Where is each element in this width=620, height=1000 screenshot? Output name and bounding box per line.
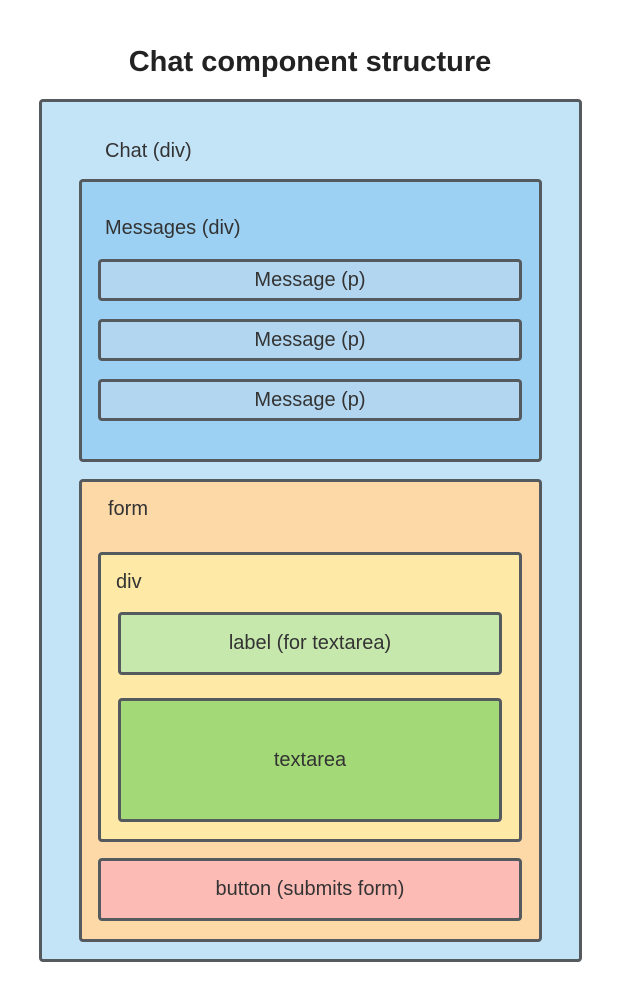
form-label: form (108, 498, 148, 520)
chat-div-label: Chat (div) (105, 140, 192, 162)
message-p-box: Message (p) (98, 259, 522, 301)
button-element-box: button (submits form) (98, 858, 522, 921)
messages-div-label: Messages (div) (105, 217, 241, 239)
diagram-title: Chat component structure (128, 46, 492, 78)
message-p-box: Message (p) (98, 319, 522, 361)
label-element-box: label (for textarea) (118, 612, 502, 675)
textarea-element-box: textarea (118, 698, 502, 822)
inner-div-label: div (116, 571, 142, 593)
message-p-box: Message (p) (98, 379, 522, 421)
